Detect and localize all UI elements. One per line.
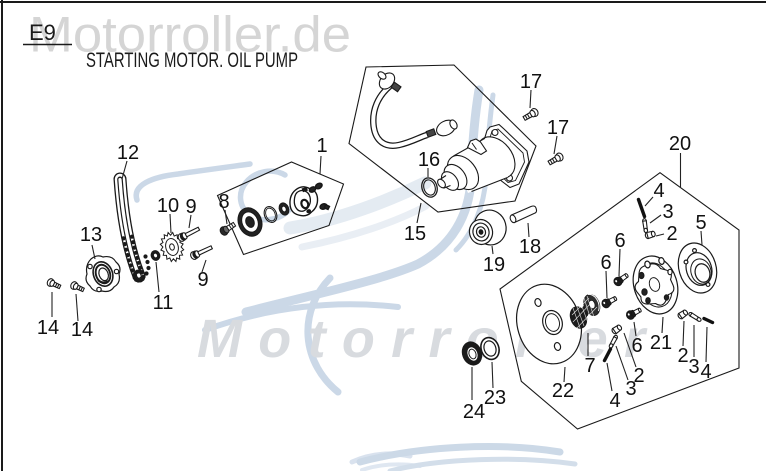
svg-text:11: 11 <box>153 292 174 314</box>
svg-text:3: 3 <box>688 356 699 378</box>
svg-text:5: 5 <box>695 212 706 234</box>
svg-text:16: 16 <box>418 149 440 171</box>
svg-text:4: 4 <box>609 390 620 412</box>
svg-text:4: 4 <box>700 361 711 383</box>
svg-text:14: 14 <box>71 319 93 341</box>
svg-text:10: 10 <box>157 195 179 217</box>
svg-text:7: 7 <box>584 355 595 377</box>
svg-text:17: 17 <box>547 117 569 139</box>
svg-text:6: 6 <box>631 335 642 357</box>
svg-text:22: 22 <box>552 380 574 402</box>
svg-text:2: 2 <box>666 223 677 245</box>
svg-text:3: 3 <box>662 201 673 223</box>
svg-text:4: 4 <box>653 180 664 202</box>
svg-text:Motorroller.de: Motorroller.de <box>29 7 351 63</box>
svg-text:8: 8 <box>218 191 229 213</box>
svg-text:6: 6 <box>600 252 611 274</box>
svg-text:21: 21 <box>650 332 672 354</box>
svg-text:9: 9 <box>185 196 196 218</box>
svg-text:2: 2 <box>633 365 644 387</box>
svg-text:6: 6 <box>614 230 625 252</box>
svg-text:19: 19 <box>483 254 505 276</box>
svg-text:3: 3 <box>625 378 636 400</box>
svg-text:12: 12 <box>117 142 139 164</box>
svg-text:14: 14 <box>37 317 59 339</box>
svg-text:17: 17 <box>520 71 542 93</box>
svg-text:24: 24 <box>463 401 485 423</box>
svg-text:1: 1 <box>316 135 327 157</box>
svg-text:23: 23 <box>484 387 506 409</box>
svg-text:13: 13 <box>80 224 102 246</box>
svg-text:9: 9 <box>197 269 208 291</box>
svg-text:20: 20 <box>669 133 691 155</box>
svg-text:E9: E9 <box>29 20 56 45</box>
svg-text:18: 18 <box>519 236 541 258</box>
svg-text:15: 15 <box>404 223 426 245</box>
svg-text:STARTING MOTOR. OIL PUMP: STARTING MOTOR. OIL PUMP <box>86 49 298 72</box>
svg-text:2: 2 <box>677 345 688 367</box>
